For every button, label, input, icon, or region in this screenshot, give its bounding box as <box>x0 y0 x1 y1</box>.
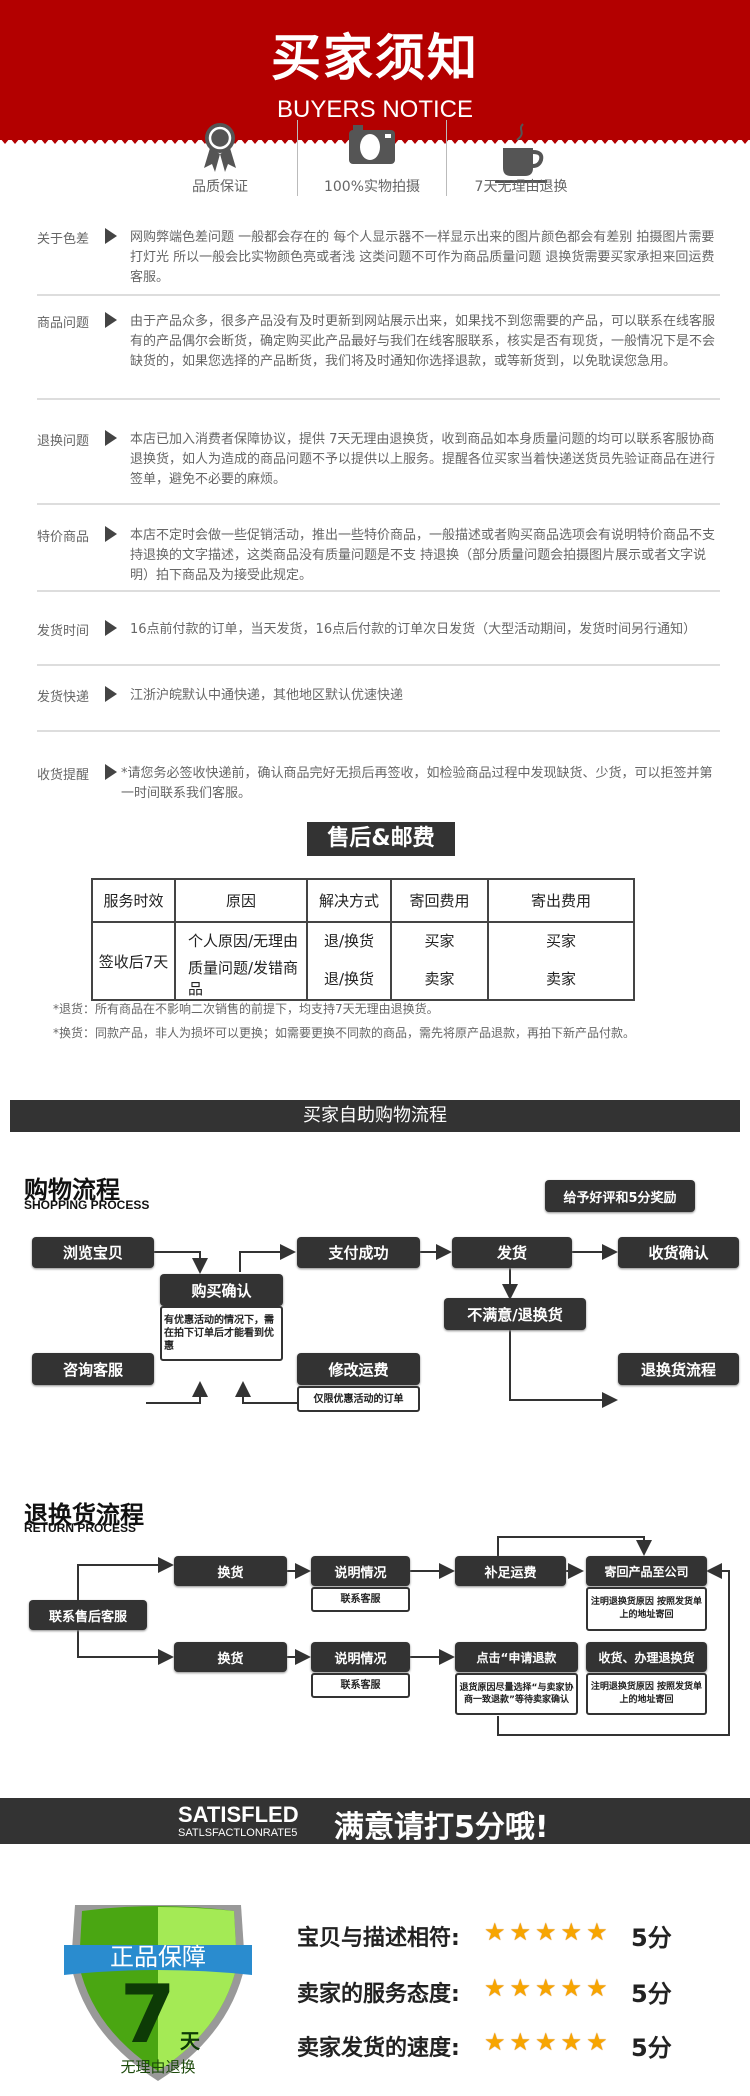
modify-box: 修改运费 <box>297 1353 420 1385</box>
divider <box>37 398 720 400</box>
return-flow-box: 退换货流程 <box>618 1353 739 1385</box>
triangle-right-icon <box>105 620 117 636</box>
star-rating: ★★★★★ <box>484 1974 612 2002</box>
explain-box: 说明情况 <box>311 1642 410 1672</box>
explain-box: 说明情况 <box>311 1556 410 1586</box>
exchange-box: 换货 <box>174 1556 287 1586</box>
triangle-right-icon <box>105 430 117 446</box>
star-icon: ★ <box>535 1918 557 1946</box>
send-back-box: 寄回产品至公司 <box>586 1556 707 1586</box>
star-rating: ★★★★★ <box>484 2028 612 2056</box>
star-icon: ★ <box>535 2028 557 2056</box>
notice-color-difference: 关于色差 网购弊端色差问题 一般都会存在的 每个人显示器不一样显示出来的图片颜色… <box>37 228 715 285</box>
unsatisfied-box: 不满意/退换货 <box>444 1298 586 1330</box>
after-sales-badge: 售后&邮费 <box>307 822 455 856</box>
shield-icon <box>64 1905 252 2081</box>
after-sales-table: 服务时效 原因 解决方式 寄回费用 寄出费用 签收后7天 个人原因/无理由 退/… <box>91 878 635 1001</box>
star-icon: ★ <box>560 1974 583 2002</box>
star-icon: ★ <box>586 2028 608 2056</box>
camera-icon <box>349 125 395 164</box>
star-icon: ★ <box>560 2028 583 2056</box>
star-icon: ★ <box>509 1974 532 2002</box>
divider <box>37 294 720 296</box>
feature-photo: 100%实物拍摄 <box>302 122 442 195</box>
refund-box: 点击“申请退款 <box>455 1642 578 1672</box>
feature-quality: 品质保证 <box>150 122 290 195</box>
triangle-right-icon <box>105 764 117 780</box>
triangle-right-icon <box>105 228 117 244</box>
divider <box>297 120 298 196</box>
star-icon: ★ <box>586 1974 608 2002</box>
page-subtitle: BUYERS NOTICE <box>276 96 474 123</box>
process-banner: 买家自助购物流程 <box>10 1100 740 1132</box>
star-icon: ★ <box>560 1918 583 1946</box>
pay-box: 支付成功 <box>297 1237 420 1268</box>
reward-box: 给予好评和5分奖励 <box>545 1180 695 1212</box>
triangle-right-icon <box>105 686 117 702</box>
star-icon: ★ <box>484 1974 506 2002</box>
page-title: 买家须知 <box>271 29 479 87</box>
divider <box>37 503 720 505</box>
star-icon: ★ <box>586 1918 608 1946</box>
triangle-right-icon <box>105 526 117 542</box>
star-icon: ★ <box>484 2028 506 2056</box>
star-icon: ★ <box>484 1918 506 1946</box>
divider <box>446 120 447 196</box>
star-rating: ★★★★★ <box>484 1918 612 1946</box>
consult-box: 咨询客服 <box>32 1353 154 1385</box>
exchange-box: 换货 <box>174 1642 287 1672</box>
divider <box>37 730 720 732</box>
star-icon: ★ <box>535 1974 557 2002</box>
feature-return: 7天无理由退换 <box>451 122 591 195</box>
browse-box: 浏览宝贝 <box>32 1237 154 1268</box>
divider <box>37 590 720 592</box>
triangle-right-icon <box>105 312 117 328</box>
confirm-box: 购买确认 <box>160 1274 283 1306</box>
guarantee-shield: 正品保障 7 天 无理由退换 <box>60 1905 256 2085</box>
divider <box>37 664 720 666</box>
contact-box: 联系售后客服 <box>29 1600 147 1630</box>
header-banner: 买家须知 BUYERS NOTICE <box>0 0 750 140</box>
postage-box: 补足运费 <box>455 1556 566 1586</box>
receive-box: 收货确认 <box>618 1237 739 1268</box>
ship-box: 发货 <box>452 1237 572 1268</box>
coffee-cup-icon <box>495 123 547 183</box>
satisfaction-banner: SATISFLED SATLSFACTLONRATE5 满意请打5分哦! <box>0 1798 750 1845</box>
flow-arrows <box>77 1244 730 1736</box>
award-ribbon-icon <box>204 123 236 172</box>
star-icon: ★ <box>509 2028 532 2056</box>
star-icon: ★ <box>509 1918 532 1946</box>
handle-box: 收货、办理退换货 <box>586 1642 707 1672</box>
